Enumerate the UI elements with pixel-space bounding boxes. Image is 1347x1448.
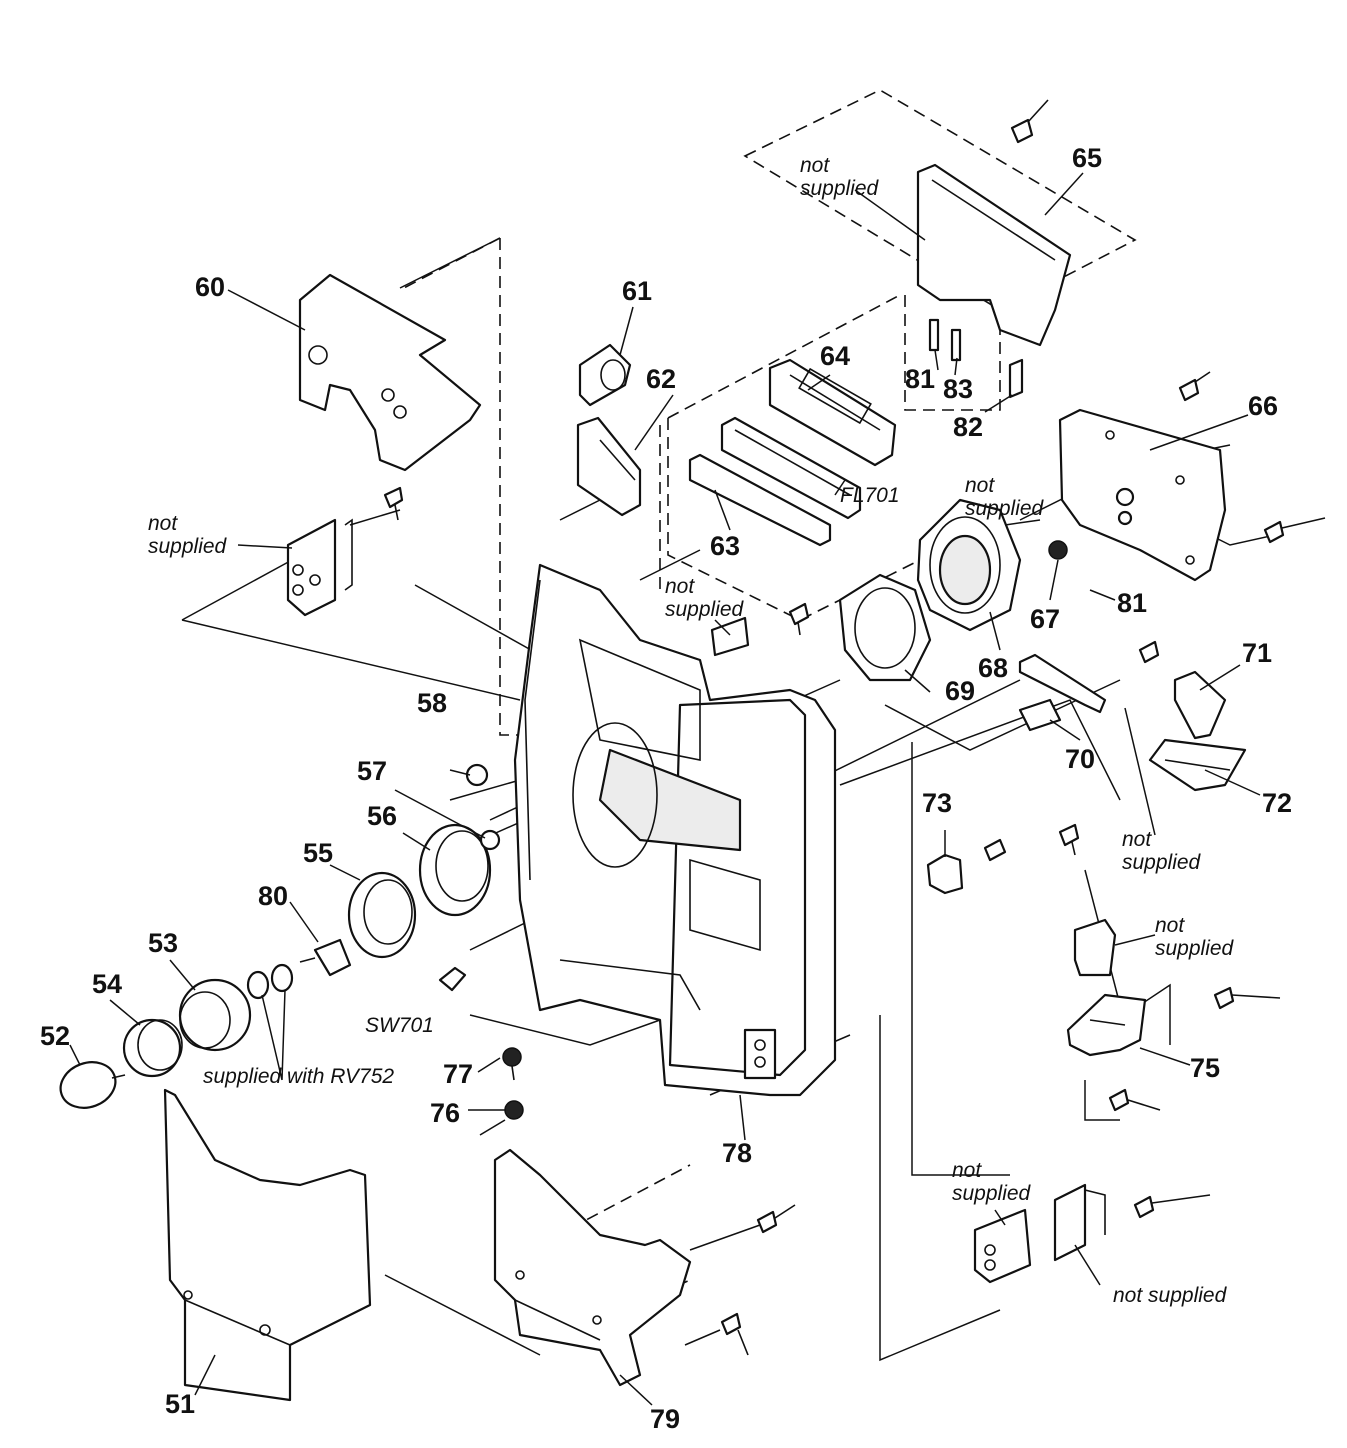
label-61: 61 xyxy=(622,276,652,306)
label-79: 79 xyxy=(650,1404,680,1434)
label-72: 72 xyxy=(1262,788,1292,818)
callout-leaders xyxy=(69,172,1261,1406)
screw-icon xyxy=(720,1312,749,1356)
label-81-top: 81 xyxy=(905,364,935,394)
small-pcb-bottom-right-b xyxy=(1053,1183,1106,1262)
top-cover-60 xyxy=(298,273,482,472)
screw-icon xyxy=(788,602,810,636)
nut-57 xyxy=(479,829,501,851)
label-62: 62 xyxy=(646,364,676,394)
label-80: 80 xyxy=(258,881,288,911)
screw-icon xyxy=(756,1204,796,1234)
label-66: 66 xyxy=(1248,391,1278,421)
ring-69 xyxy=(838,573,932,682)
label-57: 57 xyxy=(357,756,387,786)
label-73: 73 xyxy=(922,788,952,818)
label-77: 77 xyxy=(443,1059,473,1089)
pcb-66 xyxy=(1058,408,1227,582)
display-filter-63 xyxy=(688,453,832,547)
screw-icon xyxy=(1178,371,1211,402)
label-65: 65 xyxy=(1072,143,1102,173)
sw701-switch xyxy=(438,966,467,992)
screw-icon xyxy=(1108,1088,1161,1112)
spring-76 xyxy=(479,1100,524,1136)
label-56: 56 xyxy=(367,801,397,831)
label-68: 68 xyxy=(978,653,1008,683)
label-81-right: 81 xyxy=(1117,588,1147,618)
dashed-outline-display-group xyxy=(667,294,1001,621)
label-fl701: FL701 xyxy=(840,484,900,507)
part-61-bracket xyxy=(578,343,632,407)
screw-icon xyxy=(1010,99,1049,144)
bottom-cover-51 xyxy=(163,1088,372,1402)
label-55: 55 xyxy=(303,838,333,868)
dashed-outline-back xyxy=(399,237,661,590)
ring-holder-68 xyxy=(916,498,1022,632)
label-82: 82 xyxy=(953,412,983,442)
part-71-clip xyxy=(1173,670,1227,740)
label-63: 63 xyxy=(710,531,740,561)
part-80-shaft xyxy=(299,938,352,977)
label-60: 60 xyxy=(195,272,225,302)
display-fl701 xyxy=(720,416,862,520)
part-62-holder xyxy=(576,416,642,517)
dashed-outline-79 xyxy=(519,1164,691,1326)
label-58: 58 xyxy=(417,688,447,718)
spring-77 xyxy=(502,1047,522,1081)
small-pcb-bottom-right-a xyxy=(973,1208,1032,1284)
label-51: 51 xyxy=(165,1389,195,1419)
dashed-outline-pcb-65-lower xyxy=(904,295,1001,411)
label-53: 53 xyxy=(148,928,178,958)
label-67: 67 xyxy=(1030,604,1060,634)
label-83: 83 xyxy=(943,374,973,404)
note-not-supplied-bottom-right: not supplied xyxy=(1113,1284,1228,1307)
display-holder-64 xyxy=(768,358,897,467)
label-75: 75 xyxy=(1190,1053,1220,1083)
part-75-assembly xyxy=(1066,918,1147,1057)
note-supplied-with-rv752: supplied with RV752 xyxy=(203,1065,394,1088)
knob-67 xyxy=(1048,540,1068,560)
dashed-outline-pcb-65 xyxy=(743,89,1137,311)
screw-icon xyxy=(1058,823,1080,856)
small-pcb-left xyxy=(286,518,353,617)
knob-52 xyxy=(59,1061,126,1109)
ring-54 xyxy=(122,1018,183,1078)
screw-icon xyxy=(383,486,404,521)
screw-icon xyxy=(1138,640,1160,664)
label-78: 78 xyxy=(722,1138,752,1168)
screw-icon xyxy=(1133,1194,1211,1219)
label-sw701: SW701 xyxy=(365,1014,434,1037)
part-73-switch xyxy=(926,838,1007,895)
screw-icon xyxy=(1263,517,1326,544)
part-70-bracket xyxy=(1018,653,1107,732)
label-69: 69 xyxy=(945,676,975,706)
label-71: 71 xyxy=(1242,638,1272,668)
bottom-bracket-79 xyxy=(493,1148,692,1387)
ring-56 xyxy=(418,823,492,917)
ring-55 xyxy=(347,871,417,959)
front-chassis-frame xyxy=(513,563,837,1097)
label-70: 70 xyxy=(1065,744,1095,774)
pcb-65 xyxy=(916,163,1072,399)
small-plate xyxy=(710,616,750,657)
label-54: 54 xyxy=(92,969,122,999)
washer-pair xyxy=(246,963,294,1000)
label-64: 64 xyxy=(820,341,850,371)
screw-icon xyxy=(1213,986,1281,1010)
label-76: 76 xyxy=(430,1098,460,1128)
ring-53 xyxy=(178,978,252,1052)
label-52: 52 xyxy=(40,1021,70,1051)
